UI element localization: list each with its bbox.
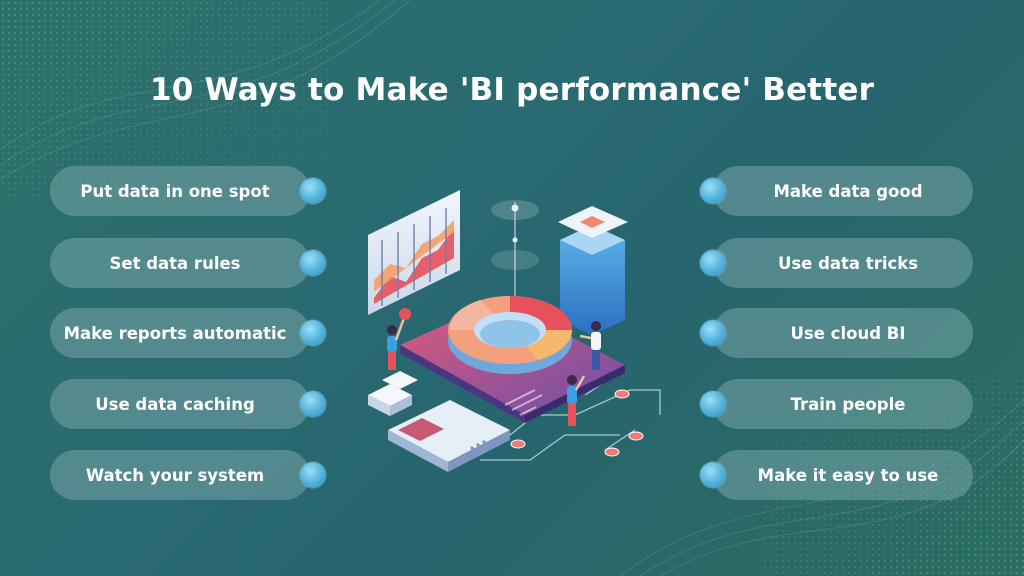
bullet-dot-icon xyxy=(300,462,326,488)
item-label: Make data good xyxy=(773,181,923,201)
item-label: Make reports automatic xyxy=(63,323,287,343)
bullet-dot-icon xyxy=(700,178,726,204)
left-item-4: Use data caching xyxy=(50,379,310,429)
item-label: Use data tricks xyxy=(777,253,919,273)
left-item-2: Set data rules xyxy=(50,238,310,288)
item-label: Use cloud BI xyxy=(790,323,906,343)
bar-chart-panel-icon xyxy=(368,190,460,315)
bullet-dot-icon xyxy=(300,391,326,417)
page-title: 10 Ways to Make 'BI performance' Better xyxy=(149,72,875,108)
donut-chart-icon xyxy=(448,296,572,374)
item-label: Train people xyxy=(790,394,906,414)
right-item-5: Make it easy to use xyxy=(713,450,973,500)
item-label: Set data rules xyxy=(109,253,241,273)
laptop-icon xyxy=(388,400,510,472)
person-icon xyxy=(387,308,411,370)
left-item-1: Put data in one spot xyxy=(50,166,310,216)
bullet-dot-icon xyxy=(300,178,326,204)
right-item-4: Train people xyxy=(713,379,973,429)
item-label: Watch your system xyxy=(85,465,265,485)
server-tower-icon xyxy=(558,206,628,335)
bullet-dot-icon xyxy=(700,320,726,346)
left-item-5: Watch your system xyxy=(50,450,310,500)
right-item-1: Make data good xyxy=(713,166,973,216)
item-label: Make it easy to use xyxy=(757,465,939,485)
item-label: Use data caching xyxy=(95,394,255,414)
circuit-node-icon xyxy=(510,389,644,457)
bullet-dot-icon xyxy=(300,320,326,346)
right-item-3: Use cloud BI xyxy=(713,308,973,358)
person-icon xyxy=(579,321,601,370)
bullet-dot-icon xyxy=(300,250,326,276)
item-label: Put data in one spot xyxy=(80,181,270,201)
left-item-3: Make reports automatic xyxy=(50,308,310,358)
stairs-icon xyxy=(368,371,418,416)
person-icon xyxy=(567,375,586,426)
bi-dashboard-illustration xyxy=(368,190,661,472)
bullet-dot-icon xyxy=(700,462,726,488)
right-item-2: Use data tricks xyxy=(713,238,973,288)
bullet-dot-icon xyxy=(700,391,726,417)
bullet-dot-icon xyxy=(700,250,726,276)
